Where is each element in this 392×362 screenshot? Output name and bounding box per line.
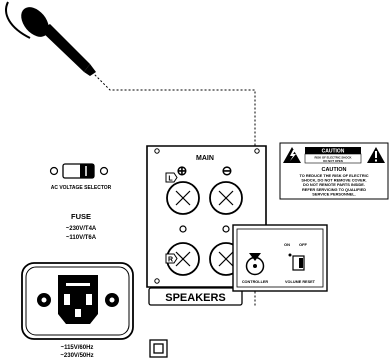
on-label: ON <box>284 242 290 247</box>
minus-terminal-symbol: ⊖ <box>222 163 233 178</box>
microphone-icon <box>5 1 96 76</box>
main-label: MAIN <box>196 155 214 162</box>
speakers-label-box <box>148 287 243 306</box>
caution-label <box>279 142 389 200</box>
plus-terminal-symbol: ⊕ <box>177 163 188 178</box>
power-inlet[interactable] <box>21 262 134 340</box>
fuse-line-1: ~230V/T4A <box>66 226 97 232</box>
left-channel-label: L <box>168 176 173 183</box>
indicator-dot <box>288 253 292 257</box>
controller-panel <box>232 224 328 292</box>
speaker-jack-right-plus[interactable] <box>166 242 200 276</box>
fuse-line-2: ~110V/T6A <box>66 235 97 241</box>
caution-header: CAUTION <box>322 149 345 155</box>
voltage-selector-label: AC VOLTAGE SELECTOR <box>51 185 112 191</box>
controller-label: CONTROLLER <box>242 280 269 284</box>
left-channel-tag <box>165 172 178 183</box>
volume-reset-toggle[interactable] <box>292 255 305 271</box>
screw-hole <box>179 225 187 233</box>
speaker-jack-left-minus[interactable] <box>209 181 243 215</box>
power-inlet-line-1: ~115V/60Hz <box>61 345 94 351</box>
mic-cable <box>91 71 256 307</box>
speakers-label: SPEAKERS <box>165 292 226 304</box>
caution-line: SHOCK, DO NOT REMOVE COVER. <box>301 178 366 183</box>
right-channel-label: R <box>168 257 173 264</box>
power-inlet-line-2: ~230V/50Hz <box>60 353 93 359</box>
right-channel-tag <box>165 253 178 264</box>
caution-small-2: DO NOT OPEN <box>323 159 343 163</box>
lightning-bolt-icon <box>283 147 301 163</box>
volume-reset-label: VOLUME RESET <box>285 280 316 284</box>
caution-line: DO NOT REMOTE PARTS INSIDE. <box>303 182 365 187</box>
caution-small-1: RISK OF ELECTRIC SHOCK <box>315 155 352 159</box>
caution-line: REFER SERVICING TO QUALIFIED <box>302 187 366 192</box>
double-insulation-icon <box>149 339 168 358</box>
caution-line: TO REDUCE THE RISK OF ELECTRIC <box>299 173 368 178</box>
screw-hole <box>222 225 230 233</box>
caution-title: CAUTION <box>321 167 346 173</box>
arrow-down-icon <box>249 253 261 261</box>
fuse-title: FUSE <box>71 212 91 221</box>
warning-triangle-icon <box>367 147 385 163</box>
off-label: OFF <box>299 242 308 247</box>
caution-line: SERVICE PERSONNEL. <box>312 191 355 196</box>
ac-voltage-selector[interactable] <box>49 163 109 179</box>
speaker-jack-left-plus[interactable] <box>166 181 200 215</box>
